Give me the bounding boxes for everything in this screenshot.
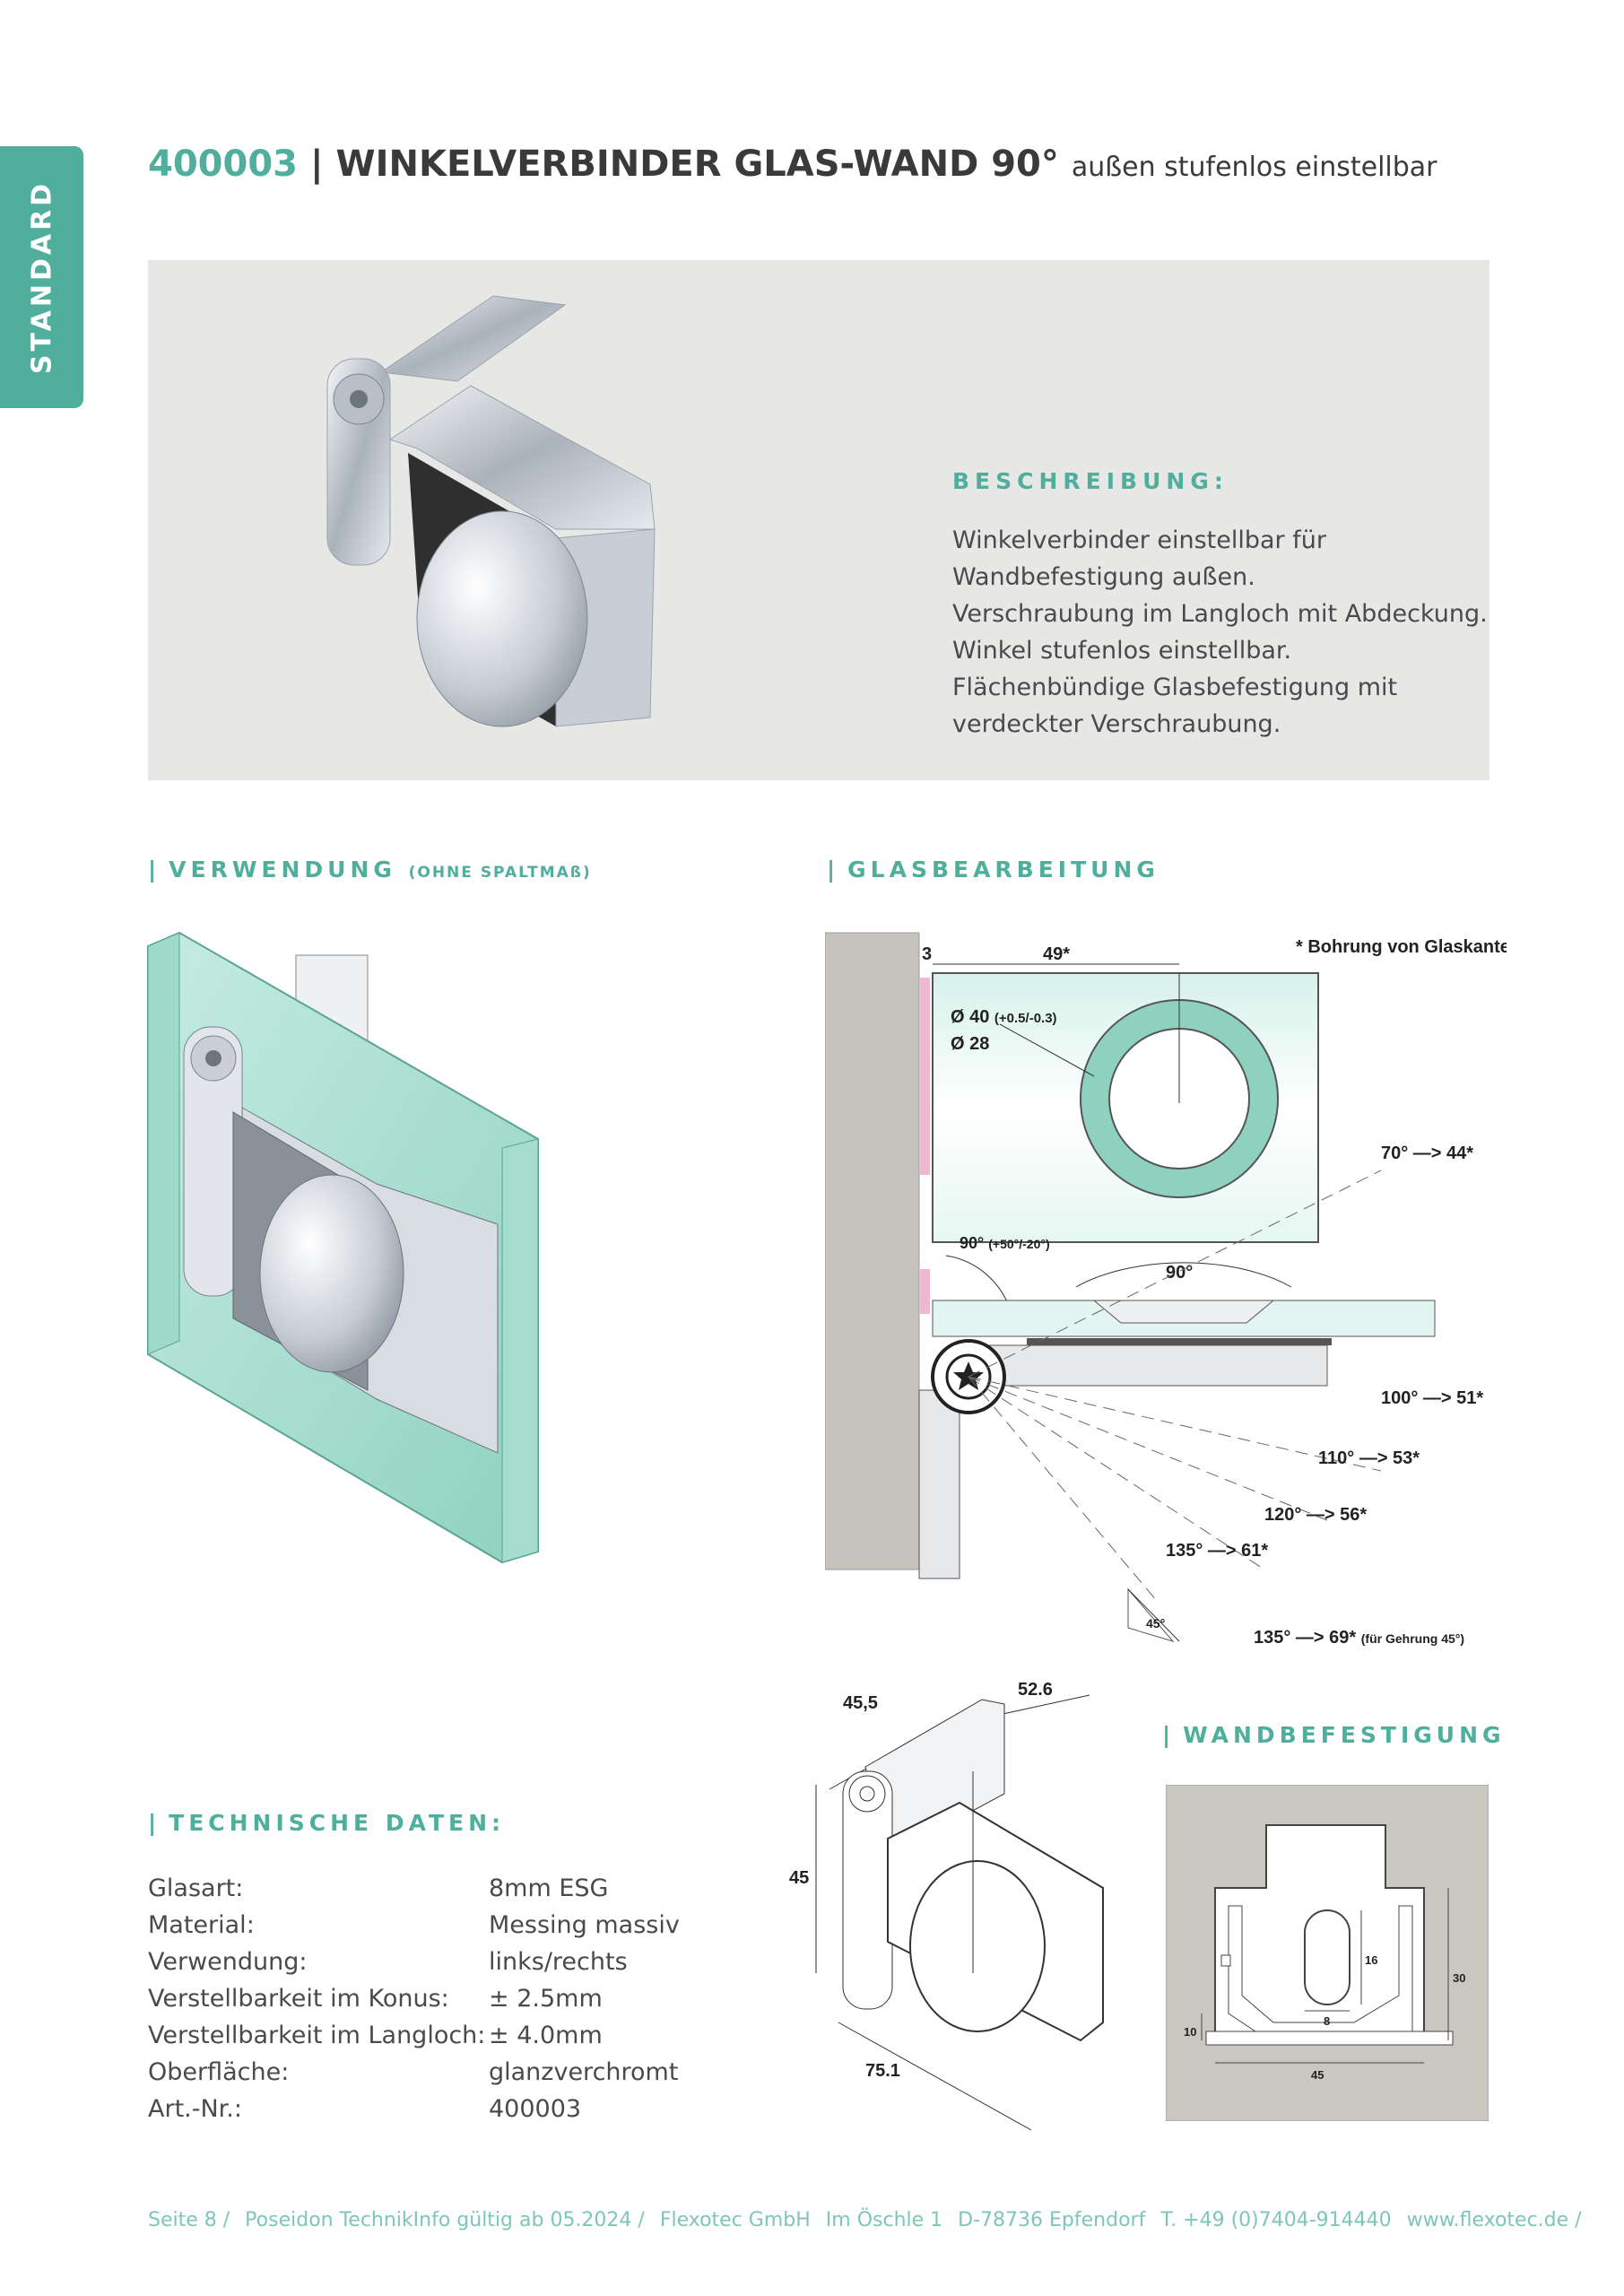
description-line: Winkelverbinder einstellbar für [952, 526, 1326, 554]
dim-height: 45 [789, 1868, 809, 1888]
wall-dim-16: 16 [1365, 1953, 1377, 1967]
description-heading: BESCHREIBUNG: [952, 468, 1229, 494]
footer-city: D-78736 Epfendorf [958, 2209, 1146, 2231]
angle-100-label: 100° —> 51* [1381, 1388, 1483, 1408]
tech-value: 8mm ESG [489, 1874, 609, 1902]
tech-row: Oberfläche: glanzverchromt [148, 2054, 678, 2091]
wall-mounting-drawing: 16 8 30 10 45 [1166, 1785, 1489, 2121]
product-subtitle: außen stufenlos einstellbar [1071, 152, 1437, 183]
footer-validity: Poseidon TechnikInfo gültig ab 05.2024 / [245, 2209, 645, 2231]
dim-length: 75.1 [865, 2061, 900, 2081]
svg-text:90° (+50°/-20°): 90° (+50°/-20°) [960, 1234, 1050, 1252]
wall-dim-10: 10 [1184, 2025, 1196, 2039]
product-dimension-drawing: 45,5 52.6 45 75.1 [789, 1680, 1104, 2131]
section-technische-title: TECHNISCHE DATEN: [169, 1810, 506, 1836]
tech-row: Art.-Nr.: 400003 [148, 2091, 581, 2127]
angle-135-miter-label: 135° —> 69* [1254, 1628, 1356, 1648]
tech-value: glanzverchromt [489, 2058, 679, 2086]
tech-label: Oberfläche: [148, 2058, 290, 2086]
section-verwendung: |VERWENDUNG (OHNE SPALTMAß) [148, 857, 592, 883]
page-footer: Seite 8 / Poseidon TechnikInfo gültig ab… [148, 2209, 1591, 2231]
section-wandbefestigung: |WANDBEFESTIGUNG [1162, 1722, 1506, 1748]
tech-label: Verstellbarkeit im Langloch: [148, 2022, 486, 2049]
miter-45: 45° [1146, 1616, 1165, 1631]
tech-value: ± 2.5mm [489, 1985, 603, 2013]
svg-text:135° —> 69* (für Gehrung 45°): 135° —> 69* (für Gehrung 45°) [1254, 1628, 1464, 1648]
tech-label: Glasart: [148, 1874, 244, 1902]
side-tab-label: STANDARD [26, 179, 57, 375]
article-code: 400003 [148, 144, 298, 185]
drilling-note: * Bohrung von Glaskante [1296, 937, 1507, 957]
usage-illustration [147, 931, 539, 1564]
section-technische-daten: |TECHNISCHE DATEN: [148, 1810, 506, 1836]
tech-row: Verstellbarkeit im Konus: ± 2.5mm [148, 1980, 603, 2017]
product-name: WINKELVERBINDER GLAS-WAND 90° [335, 144, 1059, 185]
hero-panel [148, 260, 1489, 780]
glass-processing-drawing: 49* 3 * Bohrung von Glaskante Ø 40 (+0.5… [825, 932, 1507, 1648]
section-verwendung-note: (OHNE SPALTMAß) [408, 864, 592, 882]
tech-data-table: Glasart: 8mm ESG Material: Messing massi… [148, 1870, 680, 2127]
diameter-40-tolerance: (+0.5/-0.3) [994, 1011, 1057, 1026]
diameter-28: Ø 28 [951, 1034, 989, 1054]
angle-90-tolerance: (+50°/-20°) [988, 1237, 1049, 1251]
section-glasbearbeitung-title: GLASBEARBEITUNG [847, 857, 1159, 883]
wall-dim-30: 30 [1453, 1971, 1465, 1985]
angle-70-label: 70° —> 44* [1381, 1144, 1473, 1163]
wall-dim-45: 45 [1311, 2068, 1324, 2082]
description-line: Winkel stufenlos einstellbar. [952, 637, 1292, 665]
angle-135-miter-note: (für Gehrung 45°) [1361, 1631, 1464, 1646]
dim-3: 3 [922, 944, 932, 964]
angle-120-label: 120° —> 56* [1264, 1505, 1367, 1525]
footer-website-link[interactable]: www.flexotec.de / [1406, 2209, 1582, 2231]
description-line: Wandbefestigung außen. [952, 563, 1255, 591]
description-line: verdeckter Verschraubung. [952, 710, 1281, 738]
wall-dim-8: 8 [1324, 2014, 1330, 2028]
angle-135-label: 135° —> 61* [1166, 1541, 1268, 1561]
tech-value: 400003 [489, 2095, 582, 2123]
section-verwendung-title: VERWENDUNG [169, 857, 396, 883]
tech-label: Verstellbarkeit im Konus: [148, 1985, 449, 2013]
description-line: Verschraubung im Langloch mit Abdeckung. [952, 600, 1488, 628]
product-photo [326, 295, 656, 727]
footer-company: Flexotec GmbH [659, 2209, 811, 2231]
tech-label: Art.-Nr.: [148, 2095, 242, 2123]
tech-value: ± 4.0mm [489, 2022, 603, 2049]
angle-90: 90° [1166, 1263, 1193, 1283]
description-text: Winkelverbinder einstellbar für Wandbefe… [952, 522, 1488, 743]
dim-width: 45,5 [843, 1693, 878, 1713]
dim-49: 49* [1043, 944, 1070, 964]
angle-110-label: 110° —> 53* [1318, 1448, 1420, 1468]
tech-row: Material: Messing massiv [148, 1907, 680, 1944]
tech-value: Messing massiv [489, 1911, 680, 1939]
tech-row: Glasart: 8mm ESG [148, 1870, 608, 1907]
tech-row: Verstellbarkeit im Langloch: ± 4.0mm [148, 2017, 603, 2054]
section-wandbefestigung-title: WANDBEFESTIGUNG [1183, 1722, 1506, 1748]
title-separator: | [309, 144, 324, 185]
description-line: Flächenbündige Glasbefestigung mit [952, 674, 1398, 701]
footer-street: Im Öschle 1 [825, 2209, 943, 2231]
footer-phone[interactable]: T. +49 (0)7404-914440 [1160, 2209, 1392, 2231]
tech-row: Verwendung: links/rechts [148, 1944, 628, 1980]
svg-text:Ø 40 (+0.5/-0.3): Ø 40 (+0.5/-0.3) [951, 1007, 1057, 1027]
diameter-40: Ø 40 [951, 1007, 989, 1027]
tech-label: Material: [148, 1911, 255, 1939]
footer-page: Seite 8 / [148, 2209, 230, 2231]
angle-90-adjustable: 90° [960, 1234, 984, 1252]
tech-value: links/rechts [489, 1948, 628, 1976]
dim-depth: 52.6 [1018, 1680, 1053, 1700]
page-title: 400003 | WINKELVERBINDER GLAS-WAND 90° a… [148, 144, 1437, 185]
tech-label: Verwendung: [148, 1948, 308, 1976]
side-tab: STANDARD [0, 146, 83, 408]
section-glasbearbeitung: |GLASBEARBEITUNG [827, 857, 1159, 883]
